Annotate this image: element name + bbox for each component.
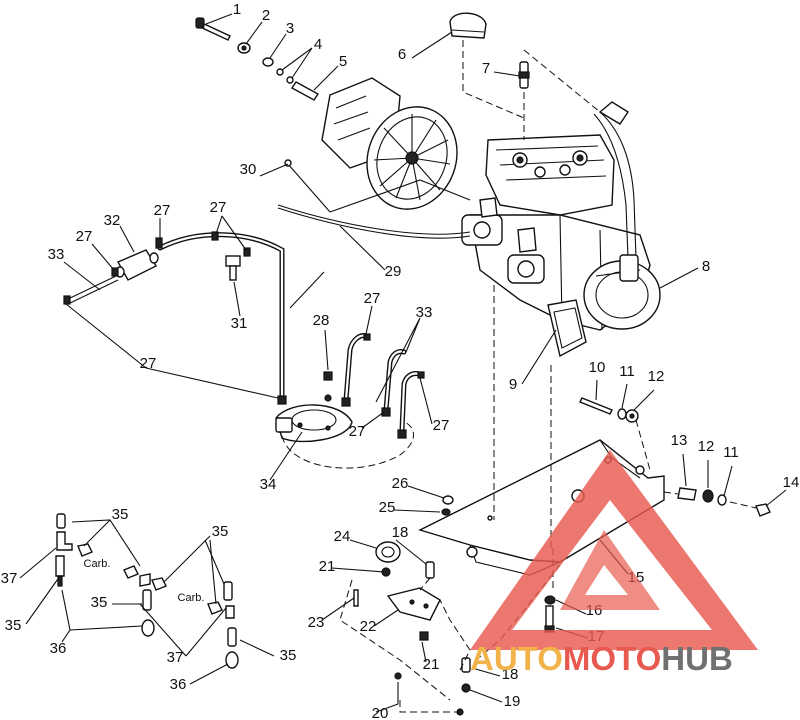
fuel-filter [115, 249, 159, 281]
part-number-label: 35 [212, 523, 229, 540]
mount-bolt-10-12 [579, 397, 639, 423]
part-number-label: 21 [319, 558, 336, 575]
part-number-label: 34 [260, 476, 277, 493]
part-number-label: 27 [349, 423, 366, 440]
part-number-label: 26 [392, 475, 409, 492]
carb-labels: Carb. Carb. [84, 558, 205, 604]
watermark-text: AUTOMOTOHUB [470, 640, 733, 677]
part-number-label: 37 [167, 649, 184, 666]
part-number-label: 11 [619, 363, 635, 380]
part-number-label: 14 [783, 474, 800, 491]
fuel-cap [449, 12, 487, 39]
throttle-cable [277, 204, 471, 235]
part-number-label: 25 [379, 499, 396, 516]
part-number-label: 18 [502, 666, 519, 683]
part-number-label: 27 [364, 290, 381, 307]
part-number-label: 9 [509, 376, 517, 393]
part-number-label: 18 [392, 524, 409, 541]
part-number-label: 35 [280, 647, 297, 664]
part-number-label: 20 [372, 705, 389, 720]
fuel-pump [275, 404, 353, 443]
part-number-label: 28 [313, 312, 330, 329]
part-number-label: 5 [339, 53, 347, 70]
part-number-label: 23 [308, 614, 325, 631]
part-number-label: 13 [671, 432, 688, 449]
part-number-label: 36 [170, 676, 187, 693]
part-number-label: 19 [504, 693, 521, 710]
part-number-label: 12 [698, 438, 715, 455]
part-number-label: 36 [50, 640, 67, 657]
part-number-label: 33 [48, 246, 65, 263]
tee-fitting [225, 255, 241, 281]
part-number-label: 11 [723, 444, 739, 461]
watermark-logo [470, 450, 758, 650]
spark-plug [518, 61, 530, 89]
part-number-label: 30 [240, 161, 257, 178]
part-number-label: 31 [231, 315, 248, 332]
watermark-auto: AUTO [470, 640, 563, 677]
watermark-moto: MOTO [563, 640, 661, 677]
part-number-label: 8 [702, 258, 710, 275]
recoil-starter [321, 77, 458, 210]
part-number-label: 27 [76, 228, 93, 245]
mounting-bolt-stack [195, 17, 320, 101]
engine-block [461, 111, 661, 358]
rubber-mount-24 [375, 541, 401, 563]
part-number-label: 35 [91, 594, 108, 611]
spark-plug-cap [598, 101, 629, 125]
part-number-label: 37 [1, 570, 18, 587]
part-number-label: 27 [140, 355, 157, 372]
part-number-label: 3 [286, 20, 294, 37]
part-number-label: 10 [589, 359, 606, 376]
part-number-label: 4 [314, 36, 322, 53]
bolt-16-17 [544, 595, 556, 633]
part-number-label: 1 [233, 1, 241, 18]
part-number-label: 24 [334, 528, 351, 545]
part-number-label: 7 [482, 60, 490, 77]
carb-label: Carb. [178, 592, 205, 604]
part-number-label: 27 [210, 199, 227, 216]
bracket-22 [386, 587, 441, 621]
part-number-label: 27 [154, 202, 171, 219]
watermark-hub: HUB [661, 640, 733, 677]
part-number-label: 35 [5, 617, 22, 634]
cable-tie [287, 163, 331, 213]
fuel-line-fittings [55, 513, 239, 669]
mount-spacer-13-14 [677, 487, 771, 517]
part-number-label: 22 [360, 618, 377, 635]
part-number-label: 27 [433, 417, 450, 434]
carb-label: Carb. [84, 558, 111, 570]
part-number-label: 32 [104, 212, 121, 229]
part-number-label: 29 [385, 263, 402, 280]
part-number-label: 2 [262, 7, 270, 24]
part-number-label: 6 [398, 46, 406, 63]
part-number-label: 21 [423, 656, 440, 673]
leader-lines [63, 13, 787, 713]
part-number-label: 12 [648, 368, 665, 385]
part-number-label: 35 [112, 506, 129, 523]
part-number-label: 33 [416, 304, 433, 321]
